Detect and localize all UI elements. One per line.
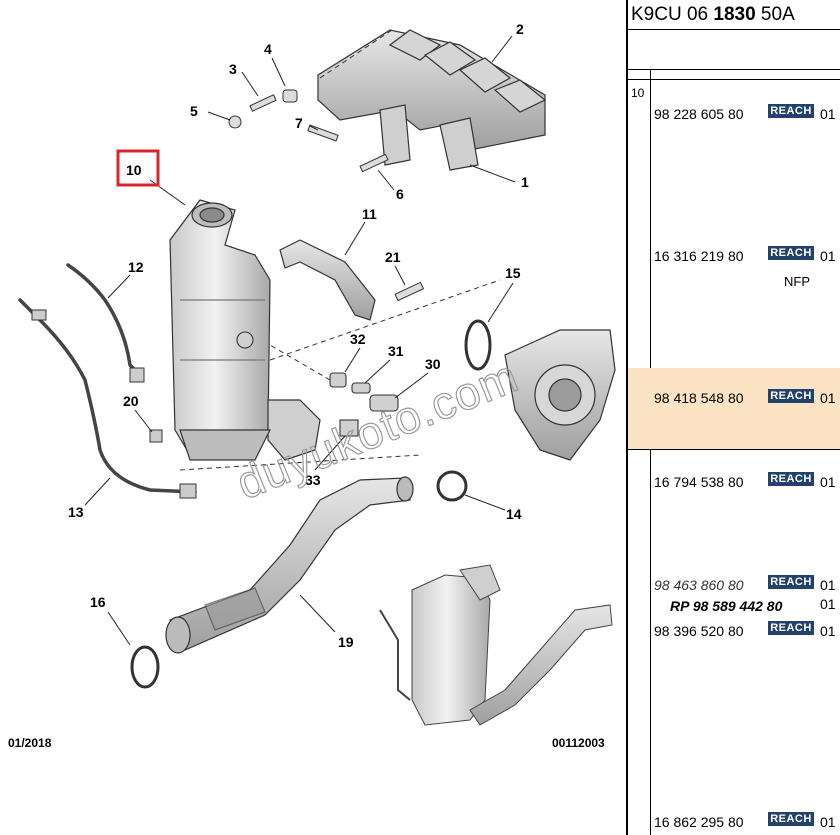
- footer-date: 01/2018: [8, 736, 52, 750]
- callout-5: 5: [190, 103, 198, 119]
- stud: [394, 281, 425, 302]
- item-number: 10: [631, 86, 645, 100]
- part-reference[interactable]: 16 316 219 80: [654, 248, 744, 264]
- replacement-reference[interactable]: RP 98 589 442 80: [670, 598, 783, 614]
- reference-header: K9CU 06 1830 50A: [628, 0, 840, 30]
- callout-16: 16: [90, 594, 106, 610]
- callout-numbers: 2 1 3 4 5 7 6 10 11 21 12 15 32 31 30 20…: [68, 21, 529, 650]
- callout-12: 12: [128, 259, 144, 275]
- pipe-clips: [31, 309, 197, 499]
- parts-list-panel: K9CU 06 1830 50A 10 98 228 605 80 REACH …: [626, 0, 840, 835]
- divider: [628, 69, 840, 70]
- callout-33: 33: [305, 472, 321, 488]
- particulate-filter: [169, 199, 321, 461]
- callout-3: 3: [229, 61, 237, 77]
- quantity: 01: [820, 474, 836, 490]
- quantity: 01: [820, 577, 836, 593]
- callout-30: 30: [425, 356, 441, 372]
- callout-10: 10: [126, 162, 142, 178]
- quantity: 01: [820, 596, 836, 612]
- footer-code: 00112003: [552, 736, 605, 750]
- sensor-pipes: [18, 263, 197, 494]
- nfp-note: NFP: [784, 274, 810, 289]
- clamp: [464, 319, 492, 371]
- reach-badge: REACH: [768, 575, 814, 589]
- callout-19: 19: [338, 634, 354, 650]
- column-line: [650, 70, 651, 835]
- callout-13: 13: [68, 504, 84, 520]
- turbocharger: [504, 329, 616, 461]
- parts-diagram: 2 1 3 4 5 7 6 10 11 21 12 15 32 31 30 20…: [8, 21, 616, 750]
- callout-1: 1: [521, 174, 529, 190]
- down-pipe: [165, 476, 414, 654]
- callout-2: 2: [516, 21, 524, 37]
- callout-11: 11: [362, 206, 377, 222]
- part-reference[interactable]: 98 418 548 80: [654, 390, 744, 406]
- callout-4: 4: [264, 41, 272, 57]
- clamp: [436, 470, 468, 502]
- bracket: [279, 239, 376, 321]
- assembly-inset: [379, 564, 613, 726]
- exhaust-manifold: [317, 29, 547, 171]
- divider: [628, 79, 840, 80]
- quantity: 01: [820, 814, 836, 830]
- clamp: [130, 645, 160, 689]
- callout-15: 15: [505, 265, 521, 281]
- selected-row-highlight: [628, 368, 840, 450]
- dashed-lines: [179, 29, 501, 471]
- reach-badge: REACH: [768, 246, 814, 260]
- selected-callout-box: [116, 149, 160, 187]
- part-reference[interactable]: 98 463 860 80: [654, 577, 744, 593]
- callout-20: 20: [123, 393, 139, 409]
- callout-14: 14: [506, 506, 522, 522]
- part-reference[interactable]: 16 794 538 80: [654, 474, 744, 490]
- quantity: 01: [820, 106, 836, 122]
- reach-badge: REACH: [768, 104, 814, 118]
- quantity: 01: [820, 623, 836, 639]
- quantity: 01: [820, 390, 836, 406]
- leader-lines: [84, 35, 516, 646]
- callout-31: 31: [388, 343, 404, 359]
- quantity: 01: [820, 248, 836, 264]
- callout-21: 21: [385, 249, 401, 265]
- callout-7: 7: [295, 115, 303, 131]
- reach-badge: REACH: [768, 621, 814, 635]
- callout-6: 6: [396, 186, 404, 202]
- callout-32: 32: [350, 331, 366, 347]
- part-reference[interactable]: 98 228 605 80: [654, 106, 744, 122]
- part-reference[interactable]: 16 862 295 80: [654, 814, 744, 830]
- part-reference[interactable]: 98 396 520 80: [654, 623, 744, 639]
- divider: [628, 449, 840, 450]
- reach-badge: REACH: [768, 472, 814, 486]
- reach-badge: REACH: [768, 389, 814, 403]
- reach-badge: REACH: [768, 812, 814, 826]
- sensors: [236, 331, 399, 437]
